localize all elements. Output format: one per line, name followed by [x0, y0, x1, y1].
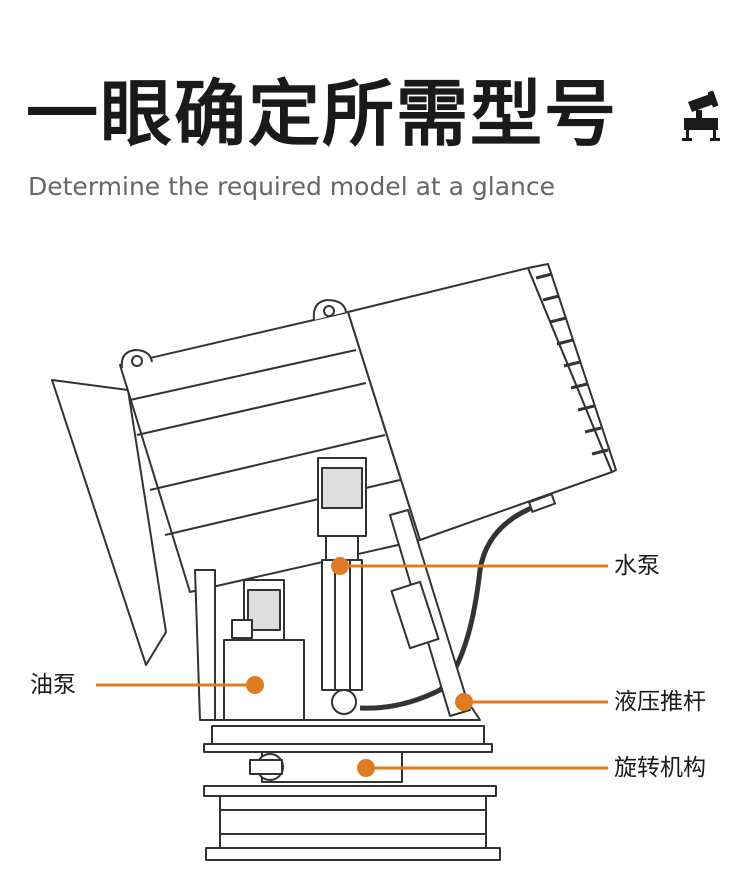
fog-cannon-icon: [682, 90, 720, 141]
page-title: 一眼确定所需型号: [26, 72, 619, 156]
page-subtitle: Determine the required model at a glance: [28, 172, 556, 201]
callout-water-pump-marker: [331, 557, 608, 575]
callout-rotating-mechanism-marker: [357, 759, 608, 777]
callout-hydraulic-push-rod-marker: [455, 693, 608, 711]
fog-cannon-diagram: [51, 263, 617, 861]
callout-water-pump-label: 水泵: [614, 553, 660, 579]
callout-rotating-mechanism-label: 旋转机构: [614, 755, 706, 781]
callout-oil-pump-label: 油泵: [30, 672, 76, 698]
callout-oil-pump-marker: [96, 676, 264, 694]
callout-hydraulic-push-rod-label: 液压推杆: [614, 689, 706, 715]
